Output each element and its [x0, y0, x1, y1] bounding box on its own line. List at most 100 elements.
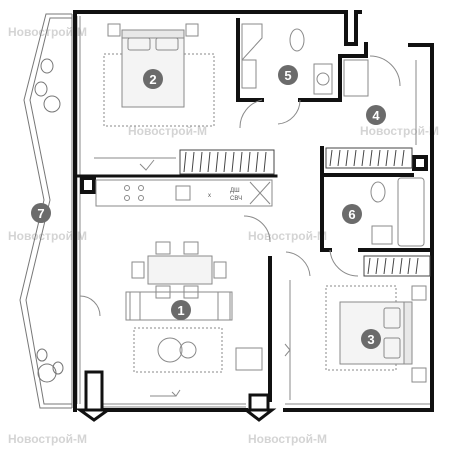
- cabinet: [343, 59, 369, 97]
- room-badge: [366, 105, 386, 125]
- walls: [73, 10, 434, 412]
- watermark: Новострой-М: [8, 432, 87, 446]
- wardrobe: [363, 255, 431, 277]
- wardrobes: [179, 147, 431, 277]
- room-badge: [171, 300, 191, 320]
- sofa: [129, 291, 231, 321]
- notch-arrow: [241, 408, 277, 422]
- wardrobe-hangers: [183, 151, 267, 173]
- washer-drum: [316, 72, 330, 86]
- notch: [84, 370, 104, 410]
- room-number-3: 3: [367, 332, 374, 347]
- burner: [138, 185, 144, 191]
- burner: [124, 195, 130, 201]
- nightstand: [411, 367, 427, 383]
- bathroom-6: [370, 177, 425, 247]
- column: [80, 176, 96, 194]
- door-swing: [239, 99, 263, 129]
- coffee-table: [179, 341, 197, 359]
- dining-chair: [131, 261, 145, 279]
- watermark: Новострой-М: [360, 124, 439, 138]
- watermark: Новострой-М: [128, 124, 207, 138]
- wardrobe-hangers: [329, 149, 405, 167]
- bedroom-3: [284, 285, 427, 383]
- rug: [103, 53, 215, 127]
- door-swing: [79, 295, 101, 317]
- wardrobe: [179, 149, 275, 175]
- room-number-7: 7: [37, 206, 44, 221]
- headboard: [403, 301, 413, 365]
- dining-chair: [155, 241, 171, 255]
- wardrobe: [325, 147, 413, 169]
- kitchen-sink: [175, 185, 191, 201]
- pillow: [155, 37, 179, 51]
- bath-wall: [236, 18, 264, 102]
- pillow: [383, 337, 401, 359]
- wardrobe-hangers: [367, 257, 419, 275]
- balcony-table: [43, 95, 61, 113]
- check-mark: [139, 159, 155, 171]
- balcony: [19, 13, 73, 409]
- watermark: Новострой-М: [248, 432, 327, 446]
- balcony-outline: [19, 13, 72, 409]
- nightstand: [107, 23, 121, 37]
- room-badge: [143, 69, 163, 89]
- dining-table: [147, 255, 213, 285]
- top-wall: [73, 10, 362, 46]
- sink: [371, 225, 393, 245]
- rug: [133, 327, 223, 373]
- window-mark: [284, 343, 291, 357]
- washer: [313, 63, 333, 95]
- bathtub: [397, 177, 425, 247]
- sofa-arm: [125, 291, 141, 321]
- toilet: [370, 181, 386, 203]
- pillow: [127, 37, 151, 51]
- room-badge: [361, 329, 381, 349]
- fridge-cross: [249, 181, 271, 205]
- bathroom-5: [241, 23, 369, 97]
- dining-chair: [183, 241, 199, 255]
- watermark: Новострой-М: [8, 229, 87, 243]
- watermark: Новострой-М: [248, 229, 327, 243]
- bath-wall: [298, 42, 368, 102]
- notch: [248, 393, 270, 410]
- dining-chair: [213, 261, 227, 279]
- balcony-inner-outline: [25, 17, 72, 405]
- watermarks: Новострой-М Новострой-М Новострой-М Ново…: [8, 25, 439, 446]
- room-badges: 1 2 3 4 5 6 7: [31, 65, 386, 349]
- kitchen-counter: [95, 179, 273, 207]
- room-number-4: 4: [372, 108, 380, 123]
- pillow: [383, 307, 401, 329]
- room-badge: [31, 203, 51, 223]
- balcony-chair: [52, 361, 64, 375]
- dishwasher-label: ДШ: [230, 188, 240, 194]
- doors: [79, 55, 401, 317]
- shower: [241, 23, 263, 62]
- room-number-6: 6: [348, 207, 355, 222]
- sofa-arm: [217, 291, 233, 321]
- burner: [138, 195, 144, 201]
- door-swing: [329, 249, 359, 277]
- kitchen: [94, 157, 273, 207]
- column: [412, 155, 428, 171]
- room-badge: [278, 65, 298, 85]
- door-swing: [277, 99, 301, 125]
- notch-arrow: [75, 408, 113, 422]
- room-number-2: 2: [149, 72, 156, 87]
- watermark: Новострой-М: [8, 25, 87, 39]
- living-room: [125, 241, 263, 397]
- nightstand: [411, 285, 427, 301]
- headboard: [121, 29, 185, 39]
- wall-notches: [75, 370, 277, 422]
- nightstand: [185, 23, 199, 37]
- balcony-chair: [40, 58, 54, 74]
- room-number-1: 1: [177, 303, 184, 318]
- door-swing: [369, 55, 401, 87]
- cooktop-mark: x: [208, 193, 211, 199]
- burner: [124, 185, 130, 191]
- door-swing: [243, 215, 271, 243]
- window-mark: [150, 389, 181, 397]
- room-number-5: 5: [284, 68, 291, 83]
- right-wall: [283, 43, 434, 412]
